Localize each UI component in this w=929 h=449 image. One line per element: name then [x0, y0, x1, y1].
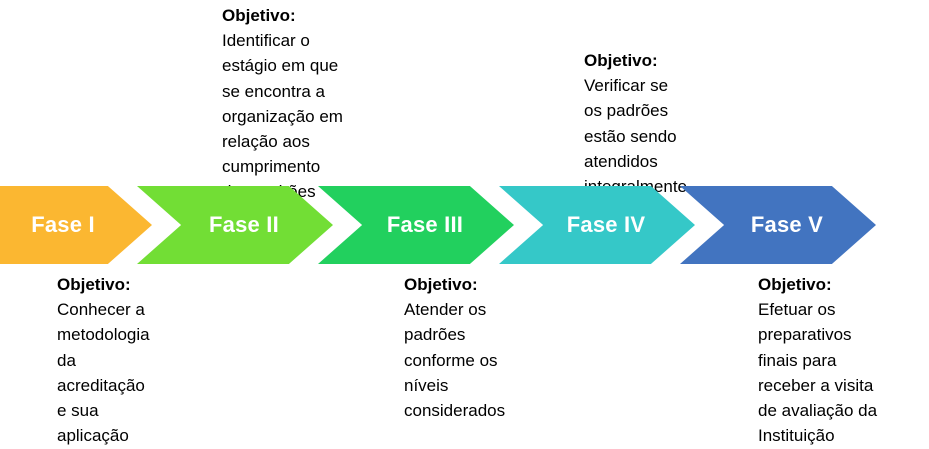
phase-arrow-fase-4[interactable]: Fase IV: [499, 186, 695, 264]
objective-block-fase-3: Objetivo: Atender os padrões conforme os…: [404, 272, 554, 423]
objective-title-fase-2: Objetivo:: [222, 6, 296, 25]
objective-title-fase-1: Objetivo:: [57, 275, 131, 294]
objective-title-fase-4: Objetivo:: [584, 51, 658, 70]
objective-body-fase-3: Atender os padrões conforme os níveis co…: [404, 300, 506, 421]
phase-label-fase-3: Fase III: [386, 212, 464, 237]
phase-arrow-band: Fase I Fase II Fase III Fase IV Fase V: [0, 186, 929, 264]
phase-label-fase-5: Fase V: [750, 212, 824, 237]
objective-block-fase-5: Objetivo: Efetuar os preparativos finais…: [758, 272, 908, 449]
objective-block-fase-4: Objetivo: Verificar se os padrões estão …: [584, 48, 734, 199]
phase-arrow-fase-3[interactable]: Fase III: [318, 186, 514, 264]
objective-block-fase-2: Objetivo: Identificar o estágio em que s…: [222, 3, 372, 205]
objective-body-fase-1: Conhecer a metodologia da acreditação e …: [57, 300, 150, 446]
objective-block-fase-1: Objetivo: Conhecer a metodologia da acre…: [57, 272, 207, 448]
phase-arrow-fase-1[interactable]: Fase I: [0, 186, 152, 264]
phase-arrow-fase-5[interactable]: Fase V: [680, 186, 876, 264]
objective-title-fase-5: Objetivo:: [758, 275, 832, 294]
objective-body-fase-4: Verificar se os padrões estão sendo aten…: [584, 76, 687, 196]
phase-label-fase-4: Fase IV: [566, 212, 646, 237]
phase-label-fase-1: Fase I: [31, 212, 95, 237]
objective-title-fase-3: Objetivo:: [404, 275, 478, 294]
phase-label-fase-2: Fase II: [209, 212, 279, 237]
objective-body-fase-2: Identificar o estágio em que se encontra…: [222, 31, 343, 201]
phase-arrow-fase-2[interactable]: Fase II: [137, 186, 333, 264]
objective-body-fase-5: Efetuar os preparativos finais para rece…: [758, 300, 878, 446]
